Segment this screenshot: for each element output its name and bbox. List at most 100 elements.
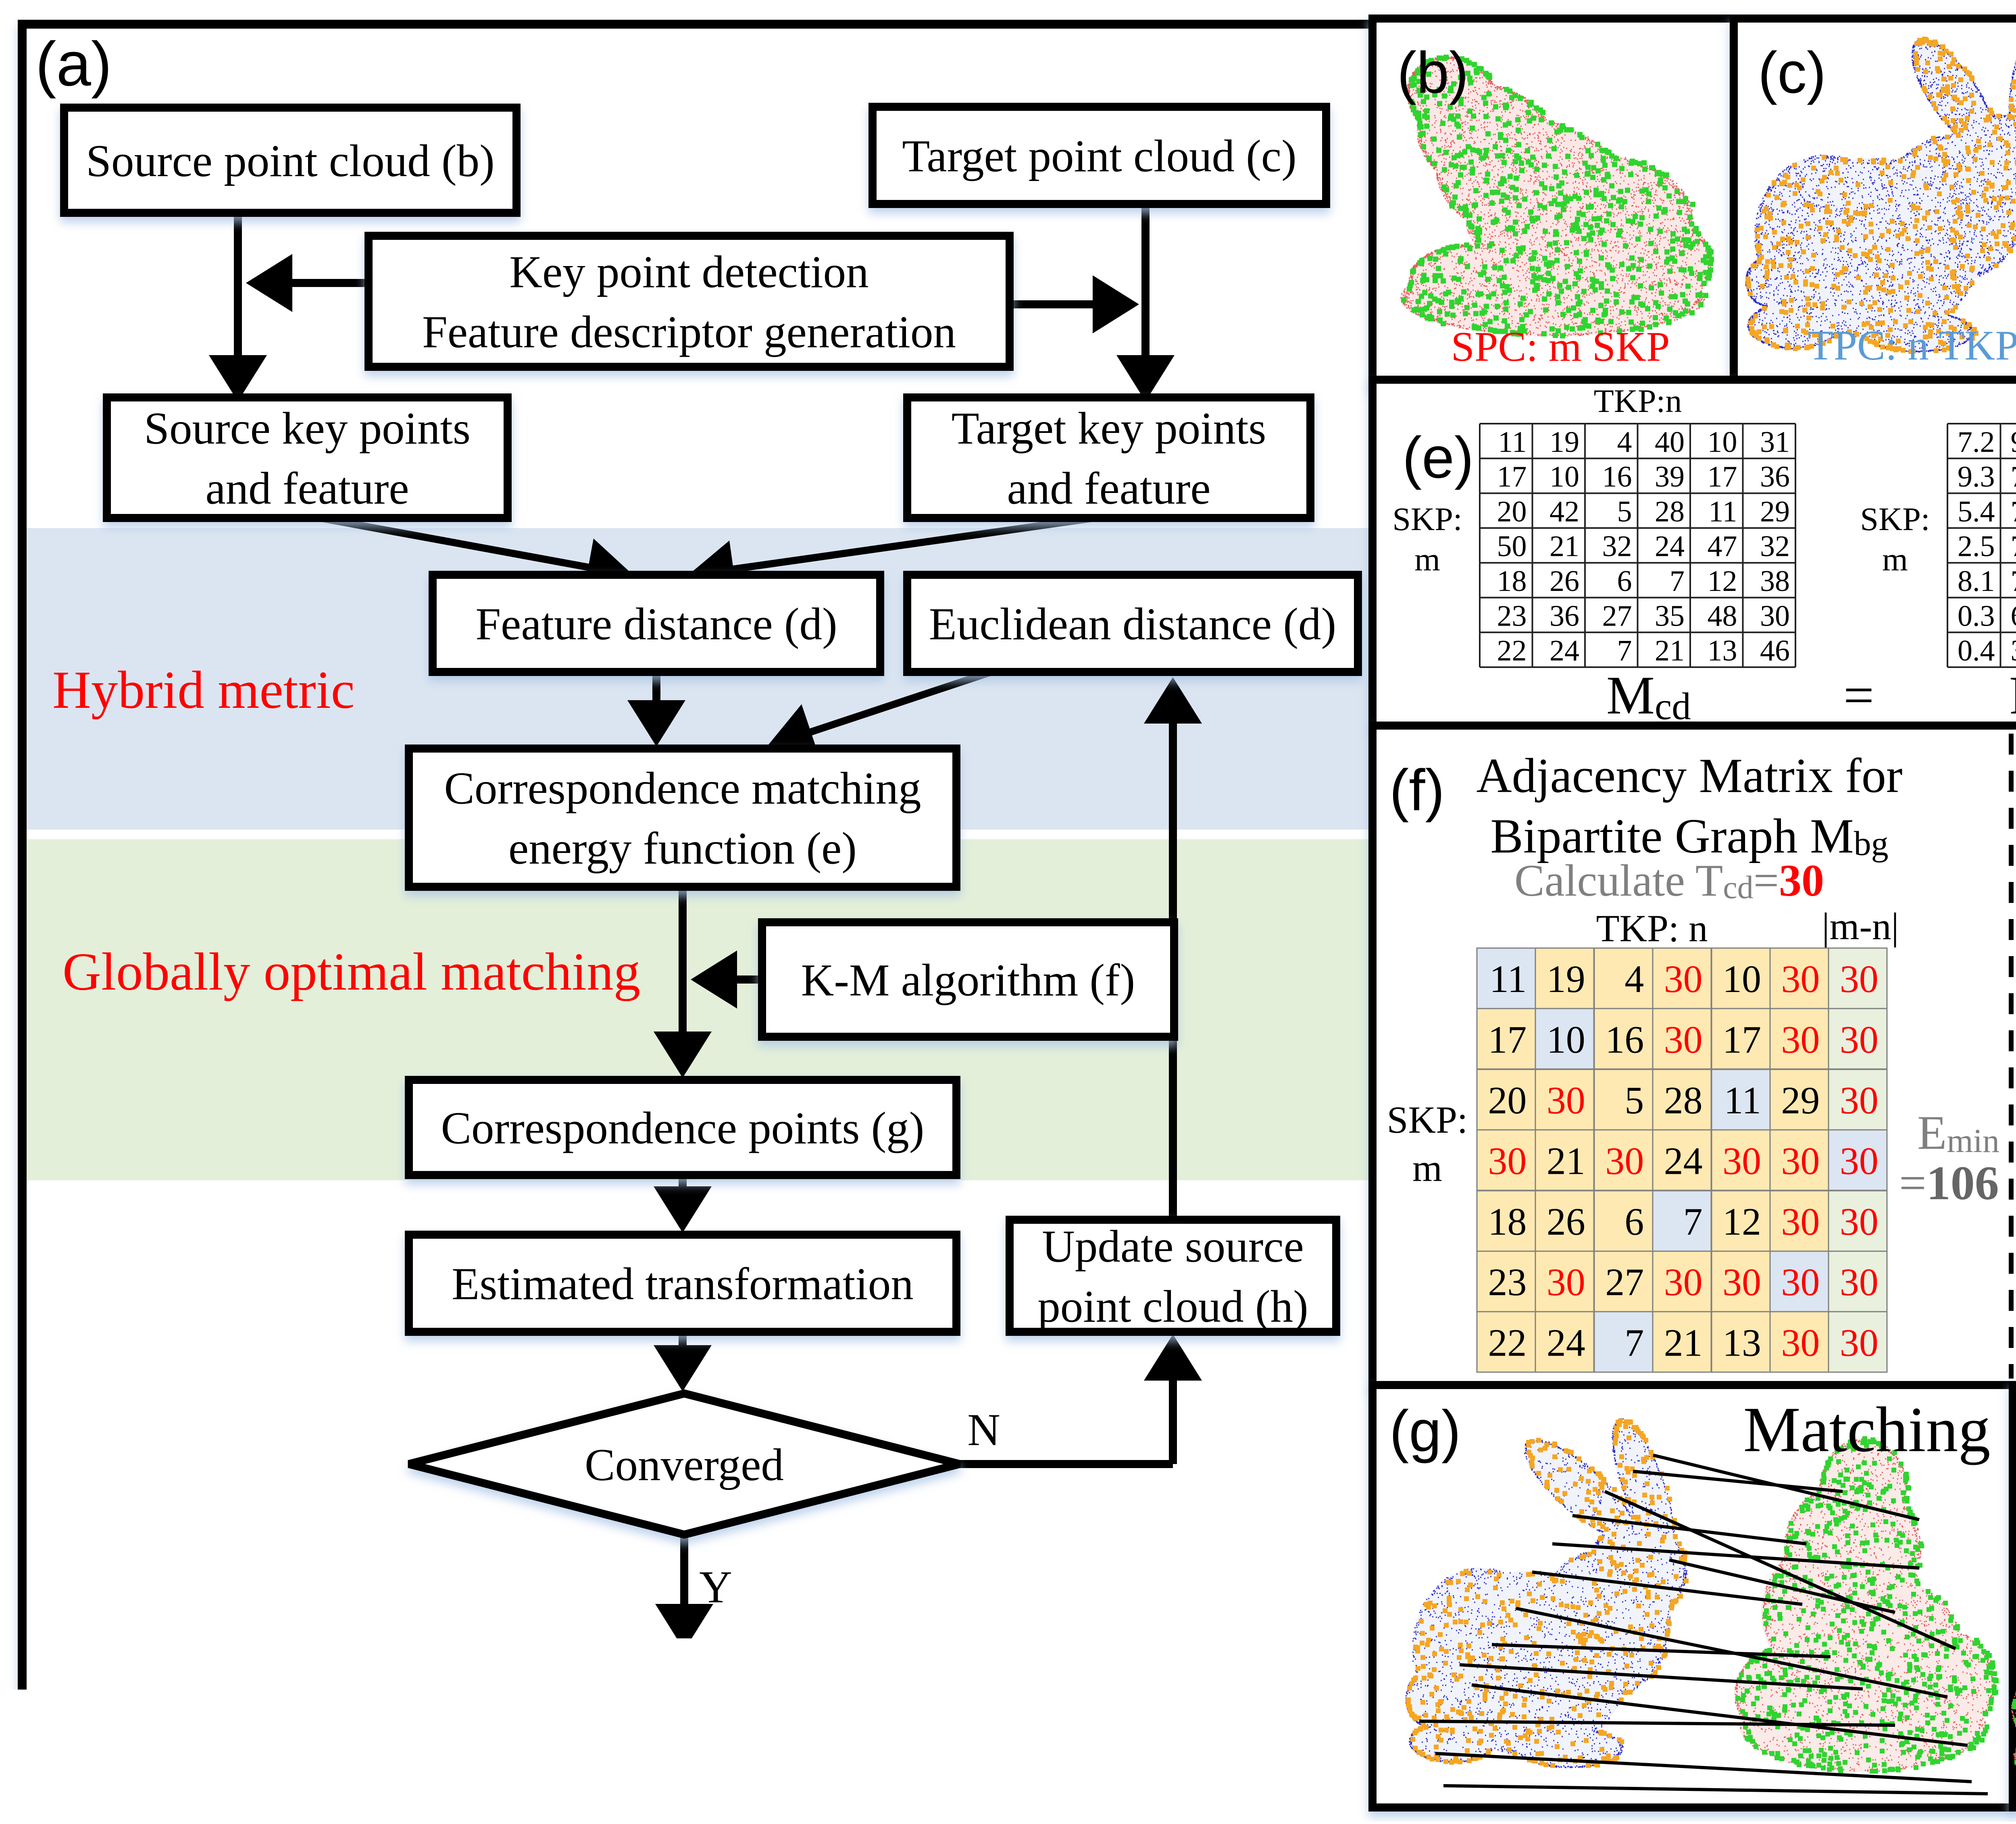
svg-text:Calculate Tcd=30: Calculate Tcd=30: [1514, 856, 1824, 906]
svg-text:2.5: 2.5: [1958, 530, 1995, 563]
svg-text:energy function (e): energy function (e): [508, 824, 857, 874]
svg-text:7: 7: [1617, 634, 1632, 668]
svg-text:11: 11: [1498, 426, 1527, 459]
svg-text:21: 21: [1655, 634, 1685, 668]
svg-text:7: 7: [1670, 565, 1685, 598]
svg-text:and feature: and feature: [205, 464, 409, 514]
svg-text:18: 18: [1497, 565, 1527, 598]
svg-text:9.8: 9.8: [2011, 426, 2016, 459]
svg-text:30: 30: [1840, 1018, 1879, 1061]
svg-text:30: 30: [1760, 599, 1790, 632]
svg-text:21: 21: [1549, 530, 1579, 563]
svg-text:20: 20: [1497, 495, 1527, 528]
svg-text:24: 24: [1664, 1139, 1703, 1182]
svg-text:0.4: 0.4: [1958, 634, 1995, 668]
svg-text:7.2: 7.2: [1958, 426, 1995, 459]
svg-text:SPC: m SKP: SPC: m SKP: [1451, 323, 1670, 370]
svg-text:m: m: [1882, 541, 1908, 578]
svg-text:TKP:n: TKP:n: [1594, 383, 1682, 419]
svg-text:46: 46: [1760, 634, 1790, 668]
svg-text:29: 29: [1781, 1079, 1820, 1122]
svg-text:36: 36: [1760, 460, 1790, 493]
svg-text:Registered point clouds (i): Registered point clouds (i): [454, 1678, 939, 1728]
svg-text:30: 30: [1547, 1079, 1585, 1122]
svg-text:(g): (g): [1389, 1398, 1461, 1464]
svg-text:19: 19: [1549, 426, 1579, 459]
svg-text:Euclidean distance (d): Euclidean distance (d): [929, 599, 1336, 649]
svg-text:16: 16: [1605, 1018, 1644, 1061]
svg-text:31: 31: [1760, 426, 1790, 459]
svg-text:(e): (e): [1402, 425, 1474, 490]
svg-text:50: 50: [1497, 530, 1527, 563]
svg-text:Source point cloud (b): Source point cloud (b): [86, 136, 495, 186]
svg-text:18: 18: [1488, 1200, 1527, 1243]
svg-text:17: 17: [1488, 1018, 1527, 1061]
svg-text:Update source: Update source: [1042, 1221, 1304, 1272]
svg-text:30: 30: [1605, 1139, 1644, 1182]
svg-text:24: 24: [1547, 1321, 1585, 1364]
svg-text:9.3: 9.3: [1958, 460, 1995, 493]
svg-text:21: 21: [1664, 1321, 1703, 1364]
svg-text:SKP:: SKP:: [1392, 501, 1462, 537]
svg-text:7.5: 7.5: [2011, 495, 2016, 528]
svg-text:17: 17: [1497, 460, 1527, 493]
svg-text:21: 21: [1547, 1139, 1585, 1182]
svg-text:10: 10: [1708, 426, 1737, 459]
svg-text:30: 30: [1781, 957, 1820, 1000]
svg-text:Bipartite Graph Mbg: Bipartite Graph Mbg: [1490, 809, 1888, 863]
svg-text:42: 42: [1549, 495, 1579, 528]
svg-text:=106: =106: [1899, 1156, 1999, 1210]
svg-text:=: =: [1843, 666, 1874, 726]
svg-text:5: 5: [1617, 495, 1632, 528]
svg-text:Feature distance (d): Feature distance (d): [475, 599, 837, 649]
svg-text:Matching: Matching: [1743, 1393, 1990, 1465]
svg-text:TKP: n: TKP: n: [1596, 907, 1708, 950]
svg-text:3.6: 3.6: [2011, 634, 2016, 668]
svg-text:Target point cloud (c): Target point cloud (c): [902, 131, 1296, 181]
svg-text:Estimated transformation: Estimated transformation: [452, 1259, 913, 1309]
svg-text:32: 32: [1602, 530, 1632, 563]
svg-text:Y: Y: [699, 1562, 732, 1612]
svg-text:35: 35: [1655, 599, 1685, 632]
svg-text:7.3: 7.3: [2011, 530, 2016, 563]
svg-text:(c): (c): [1758, 40, 1826, 105]
svg-text:Globally optimal matching: Globally optimal matching: [62, 942, 640, 1001]
svg-text:48: 48: [1708, 599, 1737, 632]
svg-text:SKP:: SKP:: [1387, 1098, 1468, 1141]
svg-text:5.4: 5.4: [1958, 495, 1995, 528]
svg-text:27: 27: [1605, 1260, 1644, 1304]
svg-text:4: 4: [1617, 426, 1632, 459]
svg-text:30: 30: [1664, 1018, 1703, 1061]
svg-text:SKP:: SKP:: [1860, 501, 1930, 537]
svg-text:26: 26: [1549, 565, 1579, 598]
svg-text:(b): (b): [1397, 40, 1468, 105]
svg-text:|m-n|: |m-n|: [1822, 905, 1899, 948]
svg-text:Target key points: Target key points: [952, 403, 1266, 454]
svg-text:Correspondence matching: Correspondence matching: [444, 763, 921, 814]
svg-text:11: 11: [1489, 957, 1527, 1000]
svg-text:30: 30: [1781, 1018, 1820, 1061]
svg-text:32: 32: [1760, 530, 1790, 563]
svg-text:(a): (a): [35, 29, 112, 99]
svg-text:N: N: [967, 1405, 1000, 1455]
svg-text:17: 17: [1722, 1018, 1761, 1061]
svg-text:4: 4: [1624, 957, 1644, 1000]
svg-text:17: 17: [1708, 460, 1737, 493]
svg-text:7: 7: [1624, 1321, 1644, 1364]
svg-text:39: 39: [1655, 460, 1685, 493]
svg-text:6: 6: [1617, 565, 1632, 598]
svg-text:30: 30: [1840, 1260, 1879, 1304]
svg-text:24: 24: [1655, 530, 1685, 563]
svg-text:and feature: and feature: [1007, 464, 1210, 514]
svg-text:6.4: 6.4: [2011, 599, 2016, 632]
svg-text:26: 26: [1547, 1200, 1585, 1243]
svg-text:Hybrid metric: Hybrid metric: [52, 660, 355, 720]
svg-text:20: 20: [1488, 1079, 1527, 1122]
svg-text:11: 11: [1724, 1079, 1761, 1122]
svg-text:m: m: [1412, 1147, 1442, 1190]
svg-text:30: 30: [1722, 1139, 1761, 1182]
svg-text:29: 29: [1760, 495, 1790, 528]
svg-text:36: 36: [1549, 599, 1579, 632]
svg-text:24: 24: [1549, 634, 1579, 668]
svg-text:11: 11: [1708, 495, 1737, 528]
